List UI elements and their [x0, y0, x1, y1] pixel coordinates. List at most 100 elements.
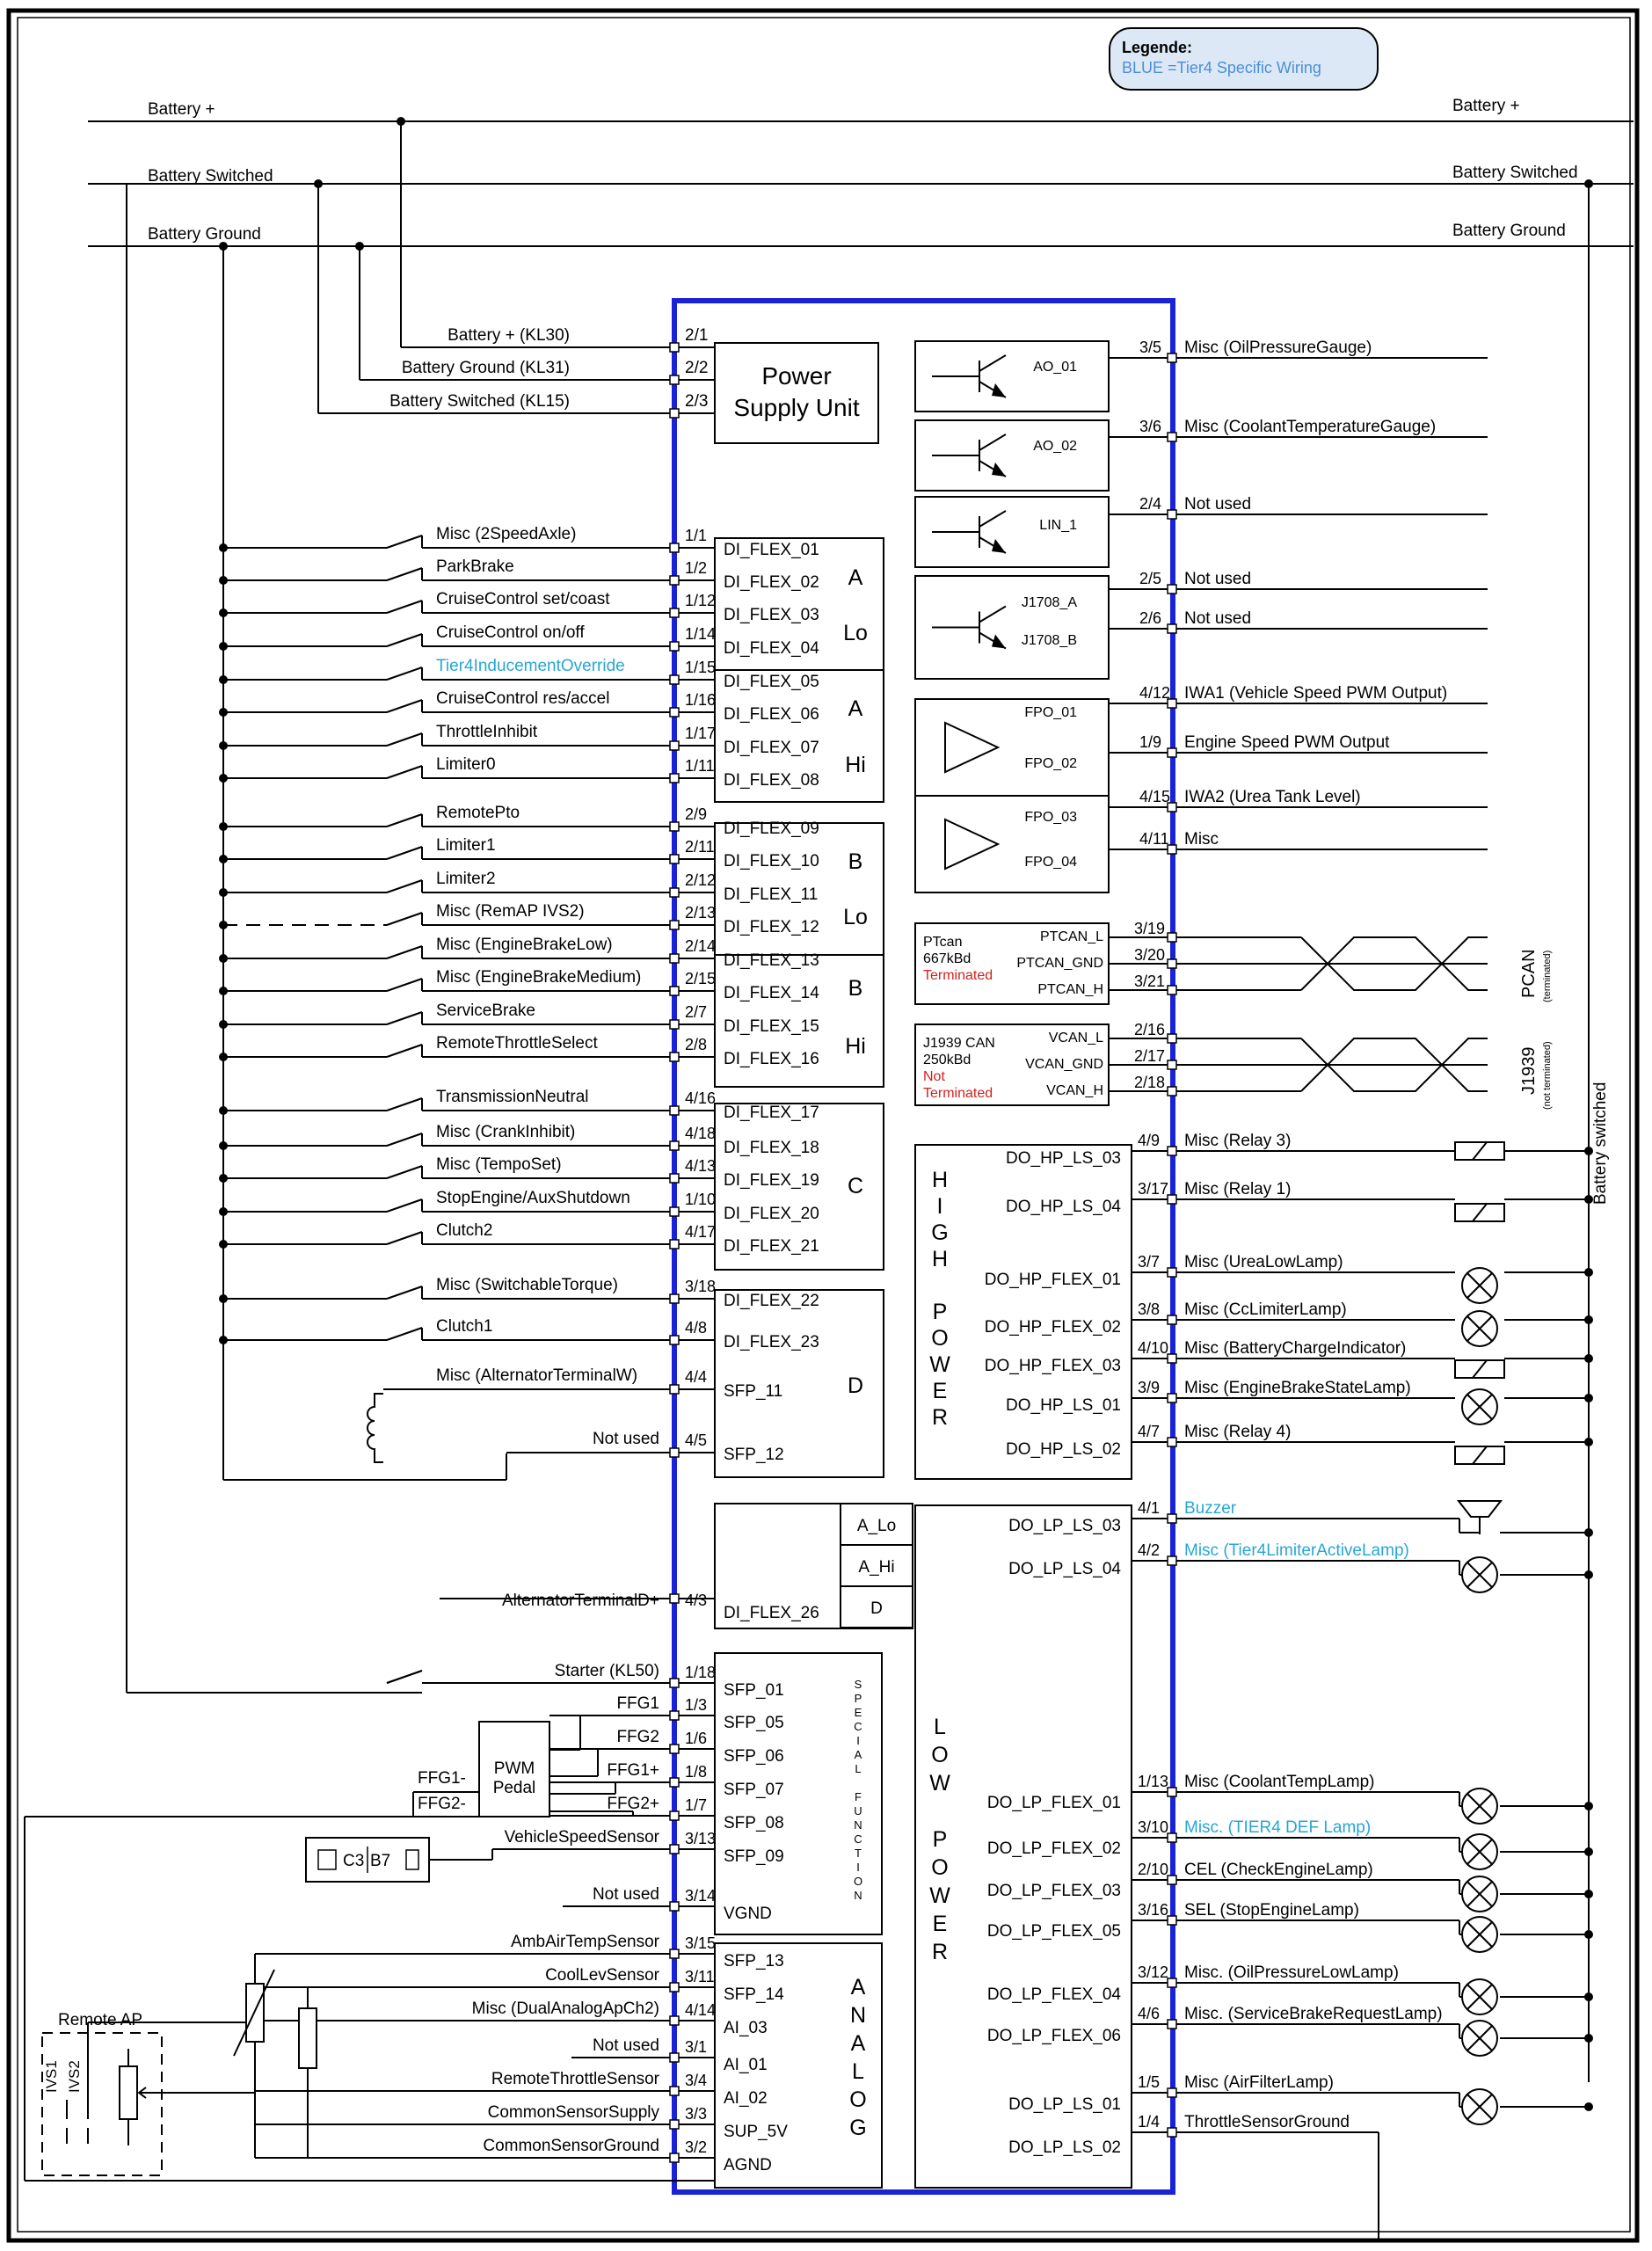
di-input-25-block: SFP_12: [724, 1446, 784, 1464]
lamp-cross: [1466, 1881, 1493, 1907]
lp-do_lp_ls_03-pin: 4/1: [1138, 1499, 1160, 1517]
high-power-title-char: I: [937, 1194, 943, 1219]
lp-do_lp_ls_03-block: DO_LP_LS_03: [1008, 1517, 1121, 1535]
di-input-11-block: DI_FLEX_11: [724, 885, 818, 904]
switch-contact: [386, 879, 423, 893]
pin-terminal: [669, 408, 680, 419]
sfp-input-4-pin: 1/8: [685, 1763, 707, 1781]
analog-input-2-pin: 3/11: [685, 1968, 715, 1985]
junction-dot: [219, 888, 228, 897]
pin-terminal: [669, 1710, 680, 1721]
lamp-cross: [1466, 1394, 1493, 1420]
di-input-18-pin: 4/18: [685, 1125, 716, 1142]
pin-terminal: [669, 920, 680, 930]
high-power-title-char: W: [929, 1352, 950, 1377]
junction-dot: [1584, 1847, 1593, 1856]
j1939-line1: J1939 CAN: [923, 1036, 995, 1051]
output-fpo_04-block: FPO_04: [1024, 855, 1077, 870]
di-group-box: [714, 954, 884, 1088]
pin-terminal: [1167, 1060, 1177, 1070]
di-input-1-pin: 1/1: [685, 527, 707, 544]
switch-contact: [386, 699, 423, 713]
di-input-15-block: DI_FLEX_15: [724, 1017, 819, 1036]
pin-terminal: [1167, 584, 1177, 594]
pin-terminal: [669, 1052, 680, 1062]
di-group-box: [714, 822, 884, 956]
sfp-input-2-block: SFP_05: [724, 1714, 784, 1732]
lp-do_lp_flex_04-block: DO_LP_FLEX_04: [987, 1985, 1122, 2004]
di-input-3-label: CruiseControl set/coast: [436, 590, 610, 608]
sfp-input-6-pin: 3/13: [685, 1830, 716, 1847]
low-power-title-char: W: [929, 1883, 950, 1908]
analog-title-char: L: [852, 2059, 864, 2084]
di-input-25-pin: 4/5: [685, 1431, 707, 1449]
transistor-symbol: [932, 510, 1007, 554]
hp-do_hp_ls_04-pin: 3/17: [1138, 1180, 1168, 1198]
hp-do_hp_ls_02-pin: 4/7: [1138, 1423, 1160, 1440]
pin-terminal: [669, 1844, 680, 1854]
transistor-symbol: [932, 605, 1007, 650]
pin-terminal: [669, 1173, 680, 1184]
psu-pin-label: Battery Ground (KL31): [402, 359, 570, 377]
sfp-input-7-pin: 3/14: [685, 1887, 716, 1905]
di-input-8-block: DI_FLEX_08: [724, 771, 819, 790]
di-input-16-pin: 2/8: [685, 1036, 707, 1053]
j1939-line3: Not: [923, 1069, 945, 1084]
relay-diag: [1472, 1446, 1488, 1465]
analog-input-7-pin: 3/2: [685, 2138, 707, 2156]
group-letters: A Lo A Hi B Lo B Hi C D: [843, 565, 868, 1398]
group-a-hi-sub: Hi: [845, 753, 866, 777]
sfp-title-char: P: [855, 1692, 862, 1705]
page-frame: [6, 8, 1640, 2243]
switch-contact: [386, 912, 423, 926]
lp-do_lp_flex_06-pin: 4/6: [1138, 2005, 1160, 2022]
di-input-22-pin: 3/18: [685, 1278, 716, 1295]
analog-title-char: O: [849, 2087, 866, 2112]
hp-do_hp_ls_02-block: DO_HP_LS_02: [1006, 1440, 1121, 1459]
pin-terminal: [1167, 2127, 1177, 2138]
j1939-pin-name: VCAN_GND: [1025, 1057, 1103, 1072]
starter-switch: [386, 1670, 423, 1684]
lp-do_lp_flex_02-block: DO_LP_FLEX_02: [987, 1839, 1121, 1858]
pin-terminal: [669, 1239, 680, 1249]
remote-ap-ivs1: IVS1: [43, 2060, 60, 2093]
high-power-title-char: H: [932, 1168, 948, 1192]
ptcan-box: [914, 922, 1110, 1005]
legend-text: BLUE =Tier4 Specific Wiring: [1122, 59, 1321, 76]
pin-terminal: [1167, 958, 1177, 969]
j1939-pin-name: VCAN_L: [1049, 1031, 1103, 1045]
connector-b: B7: [370, 1852, 390, 1870]
pin-terminal: [669, 1744, 680, 1754]
di-input-23-block: DI_FLEX_23: [724, 1333, 819, 1351]
rail-battery-switched-left: Battery Switched: [148, 167, 273, 186]
alt-pin: 4/3: [685, 1592, 707, 1609]
psu-pin-label: Battery + (KL30): [448, 326, 570, 345]
pin-terminal: [1167, 353, 1177, 363]
alt-label: AlternatorTerminalD+: [502, 1592, 659, 1610]
di-input-1-block: DI_FLEX_01: [724, 541, 819, 559]
pin-terminal: [1167, 509, 1177, 520]
remote-ap-ivs2: IVS2: [66, 2060, 83, 2093]
hp-do_hp_flex_02-label: Misc (CcLimiterLamp): [1184, 1300, 1347, 1319]
analog-input-5-block: AI_02: [724, 2089, 768, 2108]
pin-terminal: [669, 1593, 680, 1604]
lp-do_lp_flex_02-pin: 3/10: [1138, 1818, 1168, 1836]
output-ao_02-pin: 3/6: [1139, 418, 1161, 435]
pin-terminal: [669, 375, 680, 385]
pin-terminal: [669, 1019, 680, 1030]
di-input-24-block: SFP_11: [724, 1382, 782, 1401]
pin-terminal: [669, 342, 680, 353]
block-layer: [714, 340, 1505, 2189]
lp-do_lp_ls_04-label: Misc (Tier4LimiterActiveLamp): [1184, 1541, 1409, 1560]
analog-input-5-label: RemoteThrottleSensor: [491, 2070, 660, 2088]
switch-contact: [386, 1044, 423, 1058]
pin-terminal: [1167, 1267, 1177, 1278]
analog-input-4-pin: 3/1: [685, 2038, 707, 2056]
junction-dot: [219, 675, 228, 684]
lp-do_lp_flex_02-label: Misc. (TIER4 DEF Lamp): [1184, 1818, 1371, 1837]
battery-switched-vertical-label: Battery switched: [1591, 1082, 1610, 1205]
low-power-block: [914, 1504, 1132, 2189]
hp-do_hp_ls_01-block: DO_HP_LS_01: [1006, 1396, 1121, 1415]
junction-dot: [1584, 1528, 1593, 1537]
